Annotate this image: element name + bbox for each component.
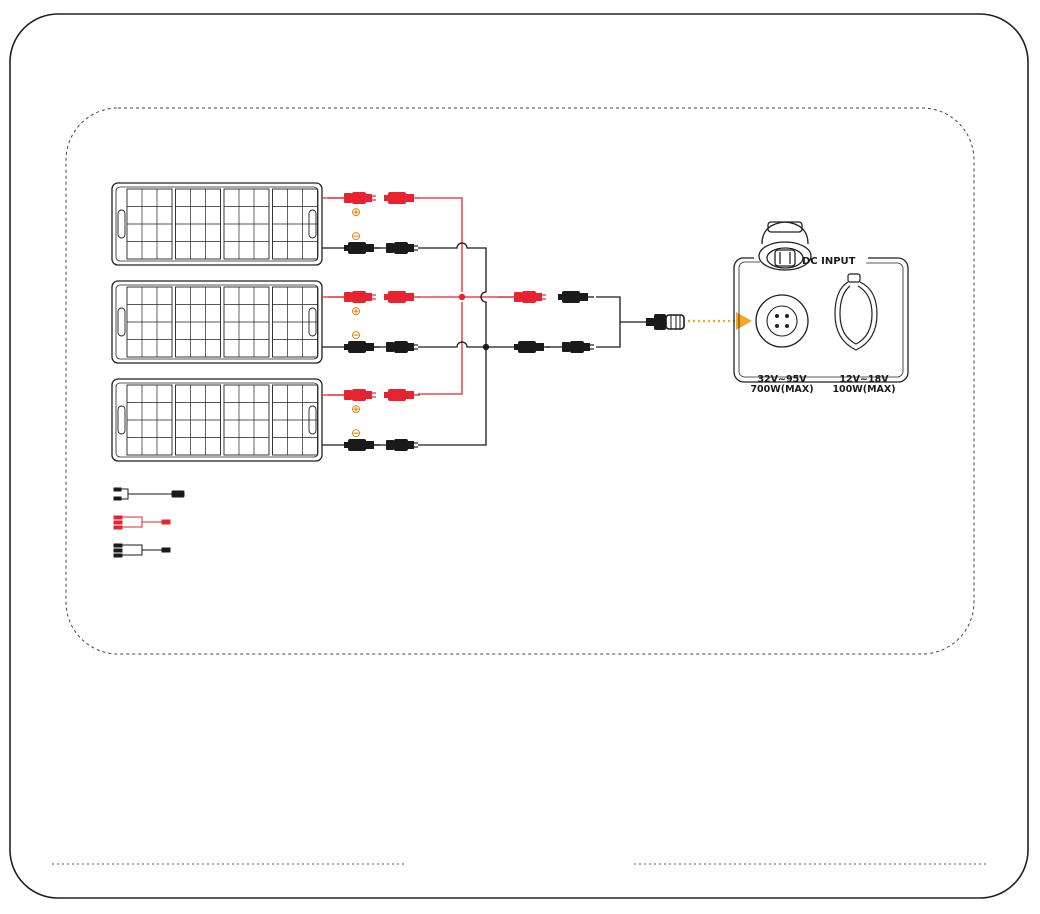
legend-negative-branch-cable-icon xyxy=(114,544,170,557)
dotted-arrow-icon xyxy=(688,312,752,330)
anderson-power: 700W(MAX) xyxy=(750,384,813,395)
anderson-spec: 32V~95V 700W(MAX) xyxy=(750,374,813,395)
positive-wiring xyxy=(418,198,514,394)
port-panel-outline xyxy=(734,258,908,382)
negative-wire-panel-1 xyxy=(418,243,486,347)
mc4-connector-icon xyxy=(384,291,420,303)
solar-panel-icon xyxy=(112,379,322,461)
positive-polarity-label: ⊕ xyxy=(351,304,361,318)
positive-junction xyxy=(459,294,465,300)
mc4-connector-icon xyxy=(546,341,594,353)
dc-input-label: DC INPUT xyxy=(802,256,856,267)
mc4-connector-icon xyxy=(328,291,376,303)
panel-connectors: ⊕ ⊖ ⊕ ⊖ ⊕ ⊖ xyxy=(322,192,420,451)
solar-panel-icon xyxy=(112,183,322,265)
positive-wire-panel-3 xyxy=(418,302,462,394)
mc4-connector-icon xyxy=(328,389,376,401)
mc4-connector-icon xyxy=(514,341,550,353)
negative-wire-panel-3 xyxy=(418,347,486,445)
legend-y-output-cable-icon xyxy=(114,488,184,500)
anderson-port-icon[interactable] xyxy=(756,295,808,347)
power-station-port-panel: DC INPUT 32V~95V 700W(MAX) 12V~18V 100W(… xyxy=(734,222,908,395)
mc4-connector-icon xyxy=(558,291,594,303)
mc4-connector-icon xyxy=(370,341,418,353)
negative-polarity-label: ⊖ xyxy=(351,426,361,440)
mc4-connector-icon xyxy=(498,291,546,303)
mc4-connector-icon xyxy=(328,192,376,204)
mc4-connector-icon xyxy=(370,242,418,254)
positive-wire-panel-1 xyxy=(418,198,462,292)
positive-polarity-label: ⊕ xyxy=(351,402,361,416)
anderson-plug-icon xyxy=(646,314,684,330)
output-cable-positive-leg xyxy=(596,297,620,322)
car-socket-power: 100W(MAX) xyxy=(832,384,895,395)
legend-positive-branch-cable-icon xyxy=(114,516,170,529)
negative-wire-panel-2 xyxy=(418,342,514,347)
negative-wiring xyxy=(418,243,514,445)
negative-junction xyxy=(483,344,489,350)
solar-panel-icon xyxy=(112,281,322,363)
negative-polarity-label: ⊖ xyxy=(351,328,361,342)
mc4-connector-icon xyxy=(370,439,418,451)
car-socket-spec: 12V~18V 100W(MAX) xyxy=(832,374,895,395)
mc4-connector-icon xyxy=(384,192,420,204)
output-cable xyxy=(596,297,646,347)
car-socket-icon[interactable] xyxy=(835,274,877,350)
branch-connectors xyxy=(498,291,594,353)
solar-panels xyxy=(112,183,322,461)
positive-polarity-label: ⊕ xyxy=(351,205,361,219)
negative-polarity-label: ⊖ xyxy=(351,229,361,243)
mc4-connector-icon xyxy=(384,389,420,401)
output-cable-negative-leg xyxy=(596,322,620,347)
cable-legend xyxy=(114,488,184,557)
